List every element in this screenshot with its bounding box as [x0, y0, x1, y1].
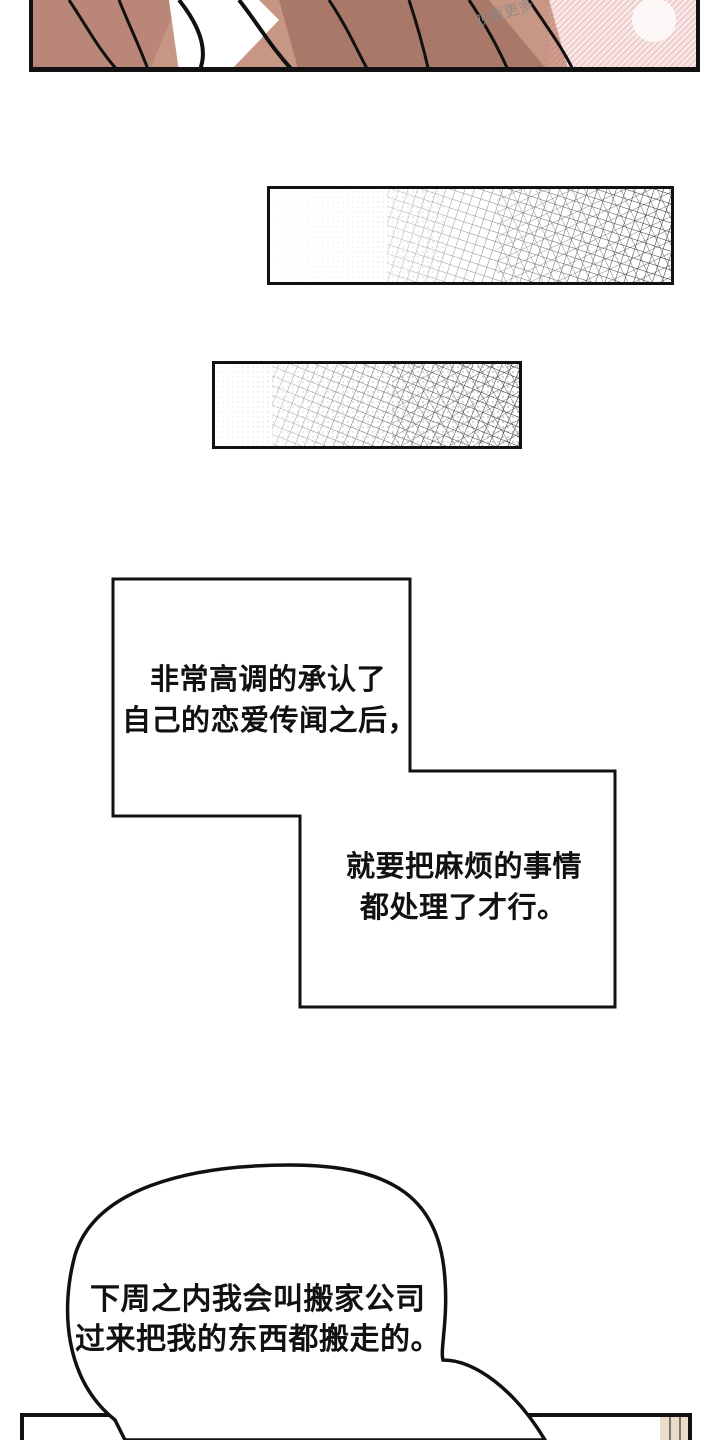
speech-bubble-outline: [65, 1163, 548, 1440]
screentone-panel-lower: [212, 361, 522, 449]
caption-line-3: 就要把麻烦的事情: [346, 849, 583, 883]
top-illustration-panel: 观看更多: [29, 0, 700, 72]
caption-line-2: 自己的恋爱传闻之后，: [122, 703, 418, 737]
screentone-texture: [212, 361, 522, 449]
character-artwork: [29, 0, 700, 72]
screentone-texture: [267, 186, 674, 285]
caption-line-4: 都处理了才行。: [360, 890, 567, 924]
caption-outline: [111, 577, 617, 1009]
screentone-panel-upper: [267, 186, 674, 285]
speech-bubble: [55, 1160, 565, 1440]
panel-right-border: [696, 0, 700, 72]
speech-line-2: 过来把我的东西都搬走的。: [75, 1322, 441, 1357]
narration-caption-box: [110, 576, 620, 1012]
speech-line-1: 下周之内我会叫搬家公司: [90, 1282, 426, 1317]
panel-bottom-border: [29, 67, 700, 72]
caption-line-1: 非常高调的承认了: [150, 662, 387, 696]
panel-left-border: [29, 0, 33, 72]
